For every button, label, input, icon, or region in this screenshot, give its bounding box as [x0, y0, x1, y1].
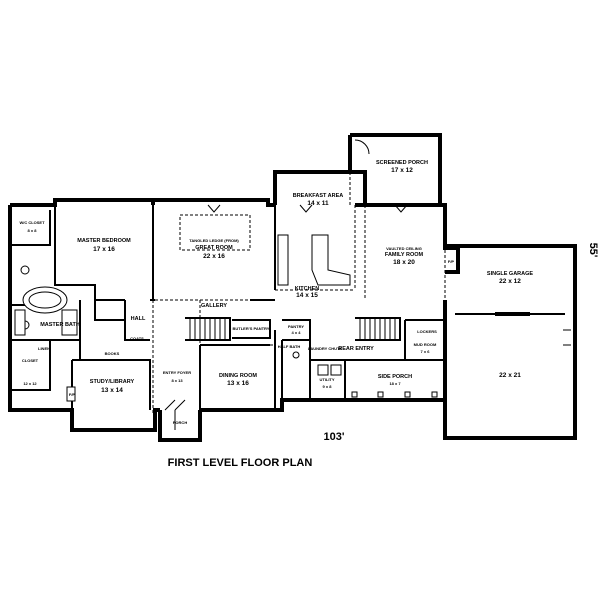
butlers-pantry-label: BUTLER'S PANTRY	[233, 326, 270, 331]
study-library-dim: 13 x 14	[101, 387, 123, 394]
dining-room-name: DINING ROOM	[219, 373, 257, 379]
interior-walls	[10, 205, 565, 410]
great-room-name: GREAT ROOM	[195, 245, 233, 251]
rear-entry-name: REAR ENTRY	[338, 346, 374, 352]
washer-icon	[317, 364, 329, 376]
fp-study-label: F/P	[69, 392, 76, 397]
porch-name: PORCH	[173, 420, 188, 425]
pantry-name: PANTRY	[288, 324, 304, 329]
overall-depth: 55'	[587, 243, 599, 258]
breakfast-area-dim: 14 x 11	[307, 200, 329, 207]
utility-name: UTILITY	[319, 377, 334, 382]
mud-room-name: MUD ROOM	[414, 342, 437, 347]
wic-closet-name: W/C CLOSET	[19, 220, 45, 225]
great-room-note: TANGLED LEDGE (FROM)	[189, 238, 239, 243]
master-bedroom-dim: 17 x 16	[93, 246, 115, 253]
column-icon-2	[377, 391, 384, 398]
kitchen-island-icon	[311, 234, 351, 286]
breakfast-area-name: BREAKFAST AREA	[293, 193, 344, 199]
fixtures	[14, 234, 438, 402]
room-labels: SCREENED PORCH 17 x 12 BREAKFAST AREA 14…	[19, 160, 533, 425]
pantry-dim: 4 x 4	[292, 330, 302, 335]
kitchen-name: KITCHEN	[295, 286, 319, 292]
single-garage-name: SINGLE GARAGE	[487, 271, 533, 277]
stair-icon-2	[359, 318, 396, 340]
coats-label: COATS	[130, 336, 144, 341]
gallery-name: GALLERY	[201, 303, 227, 309]
master-bath-name: MASTER BATH	[40, 322, 80, 328]
half-bath-name: HALF BATH	[278, 344, 301, 349]
lockers-label: LOCKERS	[417, 329, 437, 334]
great-room-dim: 22 x 16	[203, 253, 225, 260]
single-garage-dim: 22 x 12	[499, 278, 521, 285]
utility-dim: 9 x 8	[323, 384, 333, 389]
master-bedroom-name: MASTER BEDROOM	[77, 238, 131, 244]
bathtub-inner-icon	[28, 291, 62, 309]
fp-label: F/P	[448, 259, 455, 264]
books-label: BOOKS	[105, 351, 120, 356]
column-icon-3	[404, 391, 411, 398]
screened-porch-name: SCREENED PORCH	[376, 160, 428, 166]
linen-label: LINEN	[38, 346, 50, 351]
doors	[164, 139, 571, 430]
screened-porch-dim: 17 x 12	[391, 167, 413, 174]
stair-icon	[189, 318, 226, 340]
column-icon	[351, 391, 358, 398]
study-library-name: STUDY/LIBRARY	[90, 379, 135, 385]
side-porch-dim: 18 x 7	[389, 381, 401, 386]
side-porch-name: SIDE PORCH	[378, 374, 412, 380]
exterior-walls	[8, 133, 577, 442]
family-room-dim: 18 x 20	[393, 259, 415, 266]
toilet-icon	[292, 351, 300, 359]
overall-width: 103'	[324, 431, 345, 443]
hall-name: HALL	[131, 316, 146, 322]
family-room-note: VAULTED CEILING	[386, 246, 422, 251]
entry-foyer-name: ENTRY FOYER	[163, 370, 191, 375]
dryer-icon	[330, 364, 342, 376]
plan-title: FIRST LEVEL FLOOR PLAN	[168, 457, 313, 469]
closet-name: CLOSET	[22, 358, 39, 363]
sink-icon	[20, 265, 30, 275]
fireplace-icon	[66, 386, 76, 402]
dashed-lines	[152, 172, 446, 415]
column-icon-4	[431, 391, 438, 398]
wic-closet-dim: 8 x 8	[28, 228, 38, 233]
vanity-icon	[14, 309, 26, 336]
closet-dim: 12 x 12	[23, 381, 37, 386]
dining-room-dim: 13 x 16	[227, 380, 249, 387]
laundry-chute-label: LAUNDRY CHUTE	[308, 346, 343, 351]
entry-foyer-dim: 8 x 13	[171, 378, 183, 383]
garage-dim: 22 x 21	[499, 372, 521, 379]
family-room-name: FAMILY ROOM	[385, 252, 424, 258]
shower-icon	[61, 309, 78, 336]
kitchen-dim: 14 x 15	[296, 292, 318, 299]
kitchen-counter-icon	[277, 234, 289, 286]
mud-room-dim: 7 x 6	[421, 349, 431, 354]
